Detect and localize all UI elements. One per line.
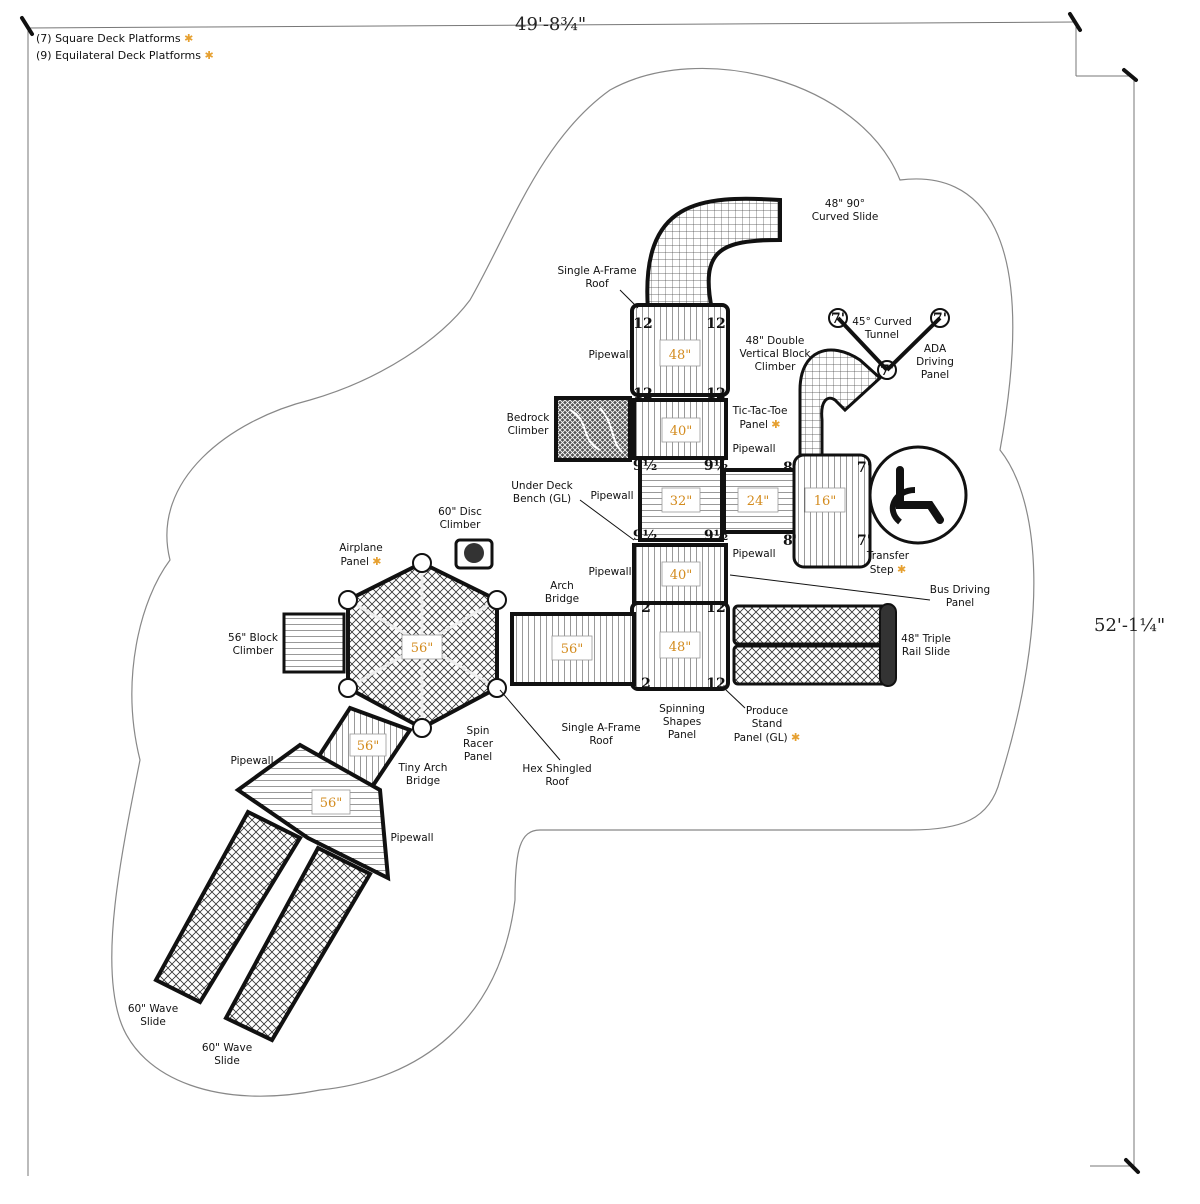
- width-dimension: 49'-8¾": [515, 14, 587, 35]
- block-climber: [282, 612, 346, 674]
- transfer-step-label: Transfer Step ✱: [848, 550, 928, 577]
- post-height-label: 12: [706, 676, 725, 692]
- pipewall-label: Pipewall: [732, 548, 776, 560]
- pipewall-label: Pipewall: [230, 755, 274, 767]
- post-height-label: 8': [783, 533, 797, 549]
- post-height-label: 12: [706, 600, 725, 616]
- produce-stand-label: Produce Stand Panel (GL) ✱: [722, 705, 812, 745]
- tower-upper-deck: 40": [632, 398, 728, 460]
- airplane-panel-text: Airplane Panel: [339, 542, 383, 568]
- pipewall-label: Pipewall: [588, 566, 632, 578]
- curved-tunnel-label: 45° Curved Tunnel: [852, 316, 912, 341]
- post-height-label: 9½: [633, 458, 657, 474]
- post-height-label: 7': [857, 460, 871, 476]
- tower-middle-deck: 32": [638, 456, 724, 542]
- tower-lower-deck: 40": [632, 543, 728, 605]
- post-height-label: 2: [641, 676, 651, 692]
- asterisk-icon: ✱: [897, 563, 907, 576]
- block-climber-label: 56" Block Climber: [228, 632, 278, 657]
- asterisk-icon: ✱: [184, 32, 194, 45]
- curved-slide: [645, 196, 782, 312]
- arch-bridge: 56": [510, 612, 636, 686]
- pipewall-label: Pipewall: [590, 490, 634, 502]
- post-height-label: 9½: [633, 528, 657, 544]
- post-height-label: 12: [633, 316, 652, 332]
- post-height-label: 12: [633, 386, 652, 402]
- transfer-step-text: Transfer Step: [866, 550, 910, 576]
- disc-climber: [454, 538, 494, 570]
- wave-slide-label: 60" Wave Slide: [201, 1042, 253, 1067]
- dimension-lines: [27, 21, 1135, 1176]
- deck-size-side: 24": [747, 494, 770, 509]
- legend-equilateral: (9) Equilateral Deck Platforms ✱: [36, 47, 214, 64]
- hex-roof-label: Hex Shingled Roof: [522, 763, 592, 788]
- deck-size-ada: 16": [814, 494, 837, 509]
- spin-racer-label: Spin Racer Panel: [462, 725, 494, 763]
- roof-label-bottom: Single A-Frame Roof: [561, 722, 641, 747]
- bedrock-climber: [554, 396, 632, 462]
- deck-size-bridge: 56": [561, 642, 584, 657]
- side-deck: 24": [722, 468, 802, 534]
- deck-size-top: 48": [669, 348, 692, 363]
- under-deck-bench-label: Under Deck Bench (GL): [511, 480, 573, 505]
- curved-tunnel: 7' 7' 7': [798, 308, 950, 457]
- double-vertical-climber-label: 48" Double Vertical Block Climber: [739, 335, 811, 373]
- asterisk-icon: ✱: [204, 49, 214, 62]
- legend-square-text: (7) Square Deck Platforms: [36, 32, 181, 45]
- deck-size-upper: 40": [670, 424, 693, 439]
- legend-square: (7) Square Deck Platforms ✱: [36, 30, 214, 47]
- bedrock-climber-label: Bedrock Climber: [506, 412, 550, 437]
- airplane-panel-label: Airplane Panel ✱: [326, 542, 396, 569]
- legend: (7) Square Deck Platforms ✱ (9) Equilate…: [36, 30, 214, 64]
- height-dimension: 52'-1¼": [1094, 615, 1166, 636]
- tic-tac-toe-label: Tic-Tac-Toe Panel ✱: [720, 405, 800, 432]
- leader-lines: [499, 289, 931, 761]
- tower-top-deck: 48": [630, 303, 730, 397]
- asterisk-icon: ✱: [771, 418, 781, 431]
- wave-slide-label: 60" Wave Slide: [127, 1003, 179, 1028]
- spinning-shapes-label: Spinning Shapes Panel: [659, 703, 705, 741]
- hex-deck: 56": [338, 553, 507, 738]
- post-height-label: 8': [783, 460, 797, 476]
- roof-label-top: Single A-Frame Roof: [557, 265, 637, 290]
- triple-rail-slide-label: 48" Triple Rail Slide: [901, 633, 951, 658]
- wave-slide-2: [223, 845, 373, 1043]
- asterisk-icon: ✱: [372, 555, 382, 568]
- triple-rail-slide: [732, 603, 897, 687]
- deck-size-lower-left-1: 56": [357, 739, 380, 754]
- accessibility-icon: [868, 445, 968, 545]
- post-height-label: 12: [706, 386, 725, 402]
- lower-left-deck: 56": [234, 742, 391, 882]
- deck-size-lower: 40": [670, 568, 693, 583]
- post-height-label: 2: [641, 600, 651, 616]
- disc-climber-label: 60" Disc Climber: [438, 506, 482, 531]
- dimension-ticks: [20, 12, 1140, 1174]
- deck-size-bottom: 48": [669, 640, 692, 655]
- tiny-arch-bridge-label: Tiny Arch Bridge: [398, 762, 448, 787]
- post-heights: 12 12 12 12 9½ 9½ 9½ 9½ 2 12 2 12: [633, 316, 728, 692]
- bus-driving-panel-label: Bus Driving Panel: [929, 584, 991, 609]
- curved-slide-label: 48" 90° Curved Slide: [811, 198, 879, 223]
- pipewall-label: Pipewall: [588, 349, 632, 361]
- ada-deck: 16" 8' 7' 8' 7': [783, 453, 872, 569]
- arch-bridge-label: Arch Bridge: [544, 580, 580, 605]
- pipewall-label: Pipewall: [390, 832, 434, 844]
- produce-stand-text: Produce Stand Panel (GL): [733, 705, 789, 744]
- ada-driving-panel-label: ADA Driving Panel: [916, 343, 954, 381]
- deck-size-middle: 32": [670, 494, 693, 509]
- post-height-label: 12: [706, 316, 725, 332]
- deck-size-lower-left-2: 56": [320, 796, 343, 811]
- post-height-label: 7': [857, 533, 871, 549]
- wave-slide-1: [153, 809, 303, 1005]
- asterisk-icon: ✱: [790, 731, 801, 744]
- legend-equilateral-text: (9) Equilateral Deck Platforms: [36, 49, 202, 62]
- tic-tac-toe-text: Tic-Tac-Toe Panel: [732, 405, 788, 431]
- pipewall-label: Pipewall: [732, 443, 776, 455]
- deck-size-hex: 56": [411, 641, 434, 656]
